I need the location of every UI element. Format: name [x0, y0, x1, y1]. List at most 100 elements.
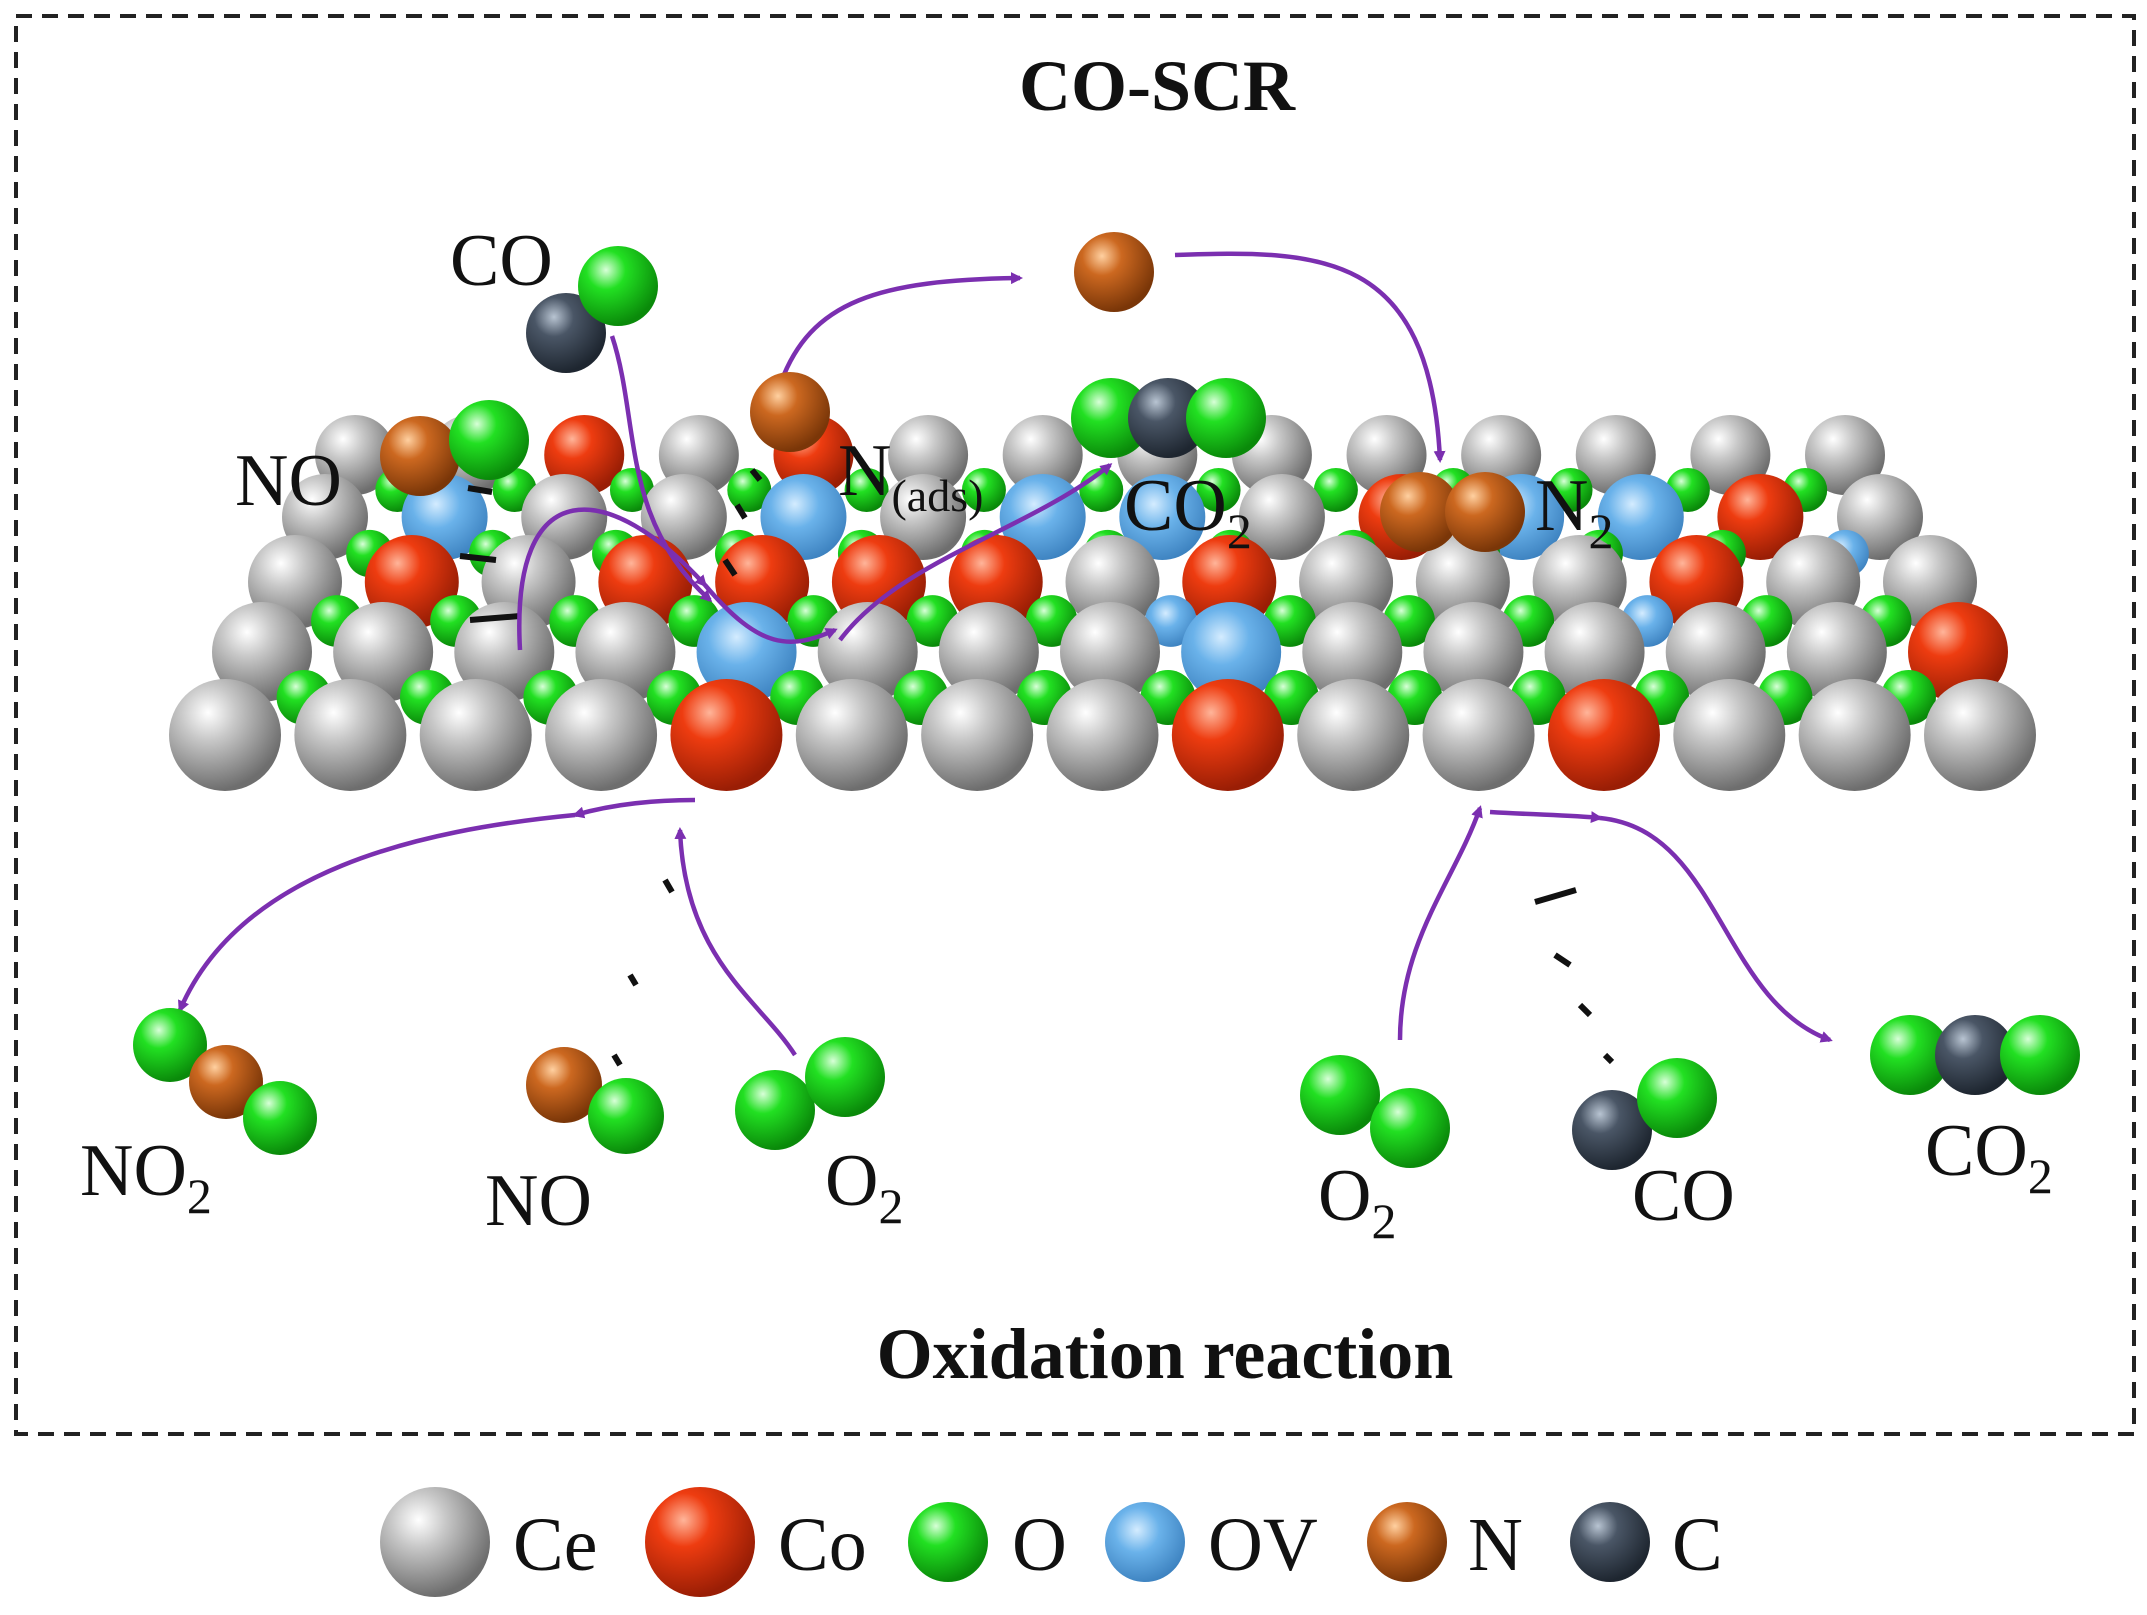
- surface-ce-atom: [315, 415, 395, 495]
- surface-ov-atom: [1119, 474, 1206, 560]
- surface-ce-atom: [938, 602, 1039, 702]
- molecule-n-ads: [750, 372, 830, 452]
- surface-ce-atom: [880, 474, 967, 560]
- molecule-no2: [133, 1008, 317, 1155]
- legend-label-co: Co: [778, 1503, 867, 1587]
- surface-o-atom: [609, 468, 654, 512]
- surface-ce-atom: [333, 602, 434, 702]
- surface-co-atom: [1908, 602, 2008, 702]
- legend-label-o: O: [1012, 1503, 1067, 1587]
- bond-dash: [467, 485, 493, 495]
- reaction-arrow: [703, 583, 838, 644]
- bond-dash: [627, 973, 639, 987]
- label-no-bottom: NO: [485, 1160, 592, 1242]
- n-atom: [1380, 472, 1460, 552]
- molecule-co2-right: [1870, 1015, 2080, 1095]
- surface-ce-atom: [1673, 679, 1786, 791]
- surface-ce-atom: [1422, 679, 1535, 791]
- surface-co-atom: [1182, 535, 1277, 629]
- surface-ce-atom: [1690, 415, 1771, 495]
- bond-dash: [1577, 1002, 1593, 1018]
- reaction-arrow: [1599, 815, 1833, 1043]
- legend-label-ce: Ce: [513, 1503, 597, 1587]
- reaction-arrow: [1174, 251, 1446, 463]
- bond-dash: [749, 468, 763, 482]
- reaction-arrows: [177, 251, 1833, 1057]
- molecule-no-bottom: [526, 1047, 664, 1154]
- surface-ov-atom: [696, 602, 797, 702]
- bottom-title: Oxidation reaction: [877, 1314, 1454, 1394]
- surface-ce-atom: [1297, 679, 1410, 791]
- label-co2-right: CO2: [1925, 1110, 2053, 1204]
- label-no-top: NO: [235, 440, 342, 522]
- surface-ov-atom: [1144, 595, 1197, 647]
- n-atom: [1445, 472, 1525, 552]
- surface-o-atom: [1313, 468, 1358, 512]
- label-co-bottom: CO: [1632, 1155, 1735, 1237]
- bond-dash: [662, 878, 675, 894]
- reaction-arrow: [609, 335, 713, 602]
- c-atom: [1935, 1015, 2015, 1095]
- surface-ce-atom: [1238, 474, 1325, 560]
- molecule-co-top: [526, 246, 658, 373]
- surface-ce-atom: [575, 602, 676, 702]
- legend-label-c: C: [1672, 1503, 1723, 1587]
- surface-ce-atom: [1046, 679, 1159, 791]
- surface-ce-atom: [888, 415, 969, 495]
- surface-ce-atom: [1002, 415, 1083, 495]
- c-atom: [1572, 1090, 1652, 1170]
- reaction-arrow: [777, 272, 1023, 386]
- surface-ce-atom: [1065, 535, 1160, 629]
- bond-dash: [1534, 887, 1577, 905]
- label-co-top: CO: [450, 220, 553, 302]
- surface-o-atom: [961, 468, 1006, 512]
- molecule-co-bottom: [1572, 1058, 1717, 1170]
- o-atom: [1186, 378, 1266, 458]
- o-atom: [2000, 1015, 2080, 1095]
- molecule-o2-right: [1300, 1055, 1450, 1168]
- o-atom: [1300, 1055, 1380, 1135]
- o-atom: [243, 1081, 317, 1155]
- label-n-ads-sub: (ads): [891, 470, 983, 521]
- legend-swatch-c: [1570, 1502, 1650, 1582]
- surface-ce-atom: [795, 679, 908, 791]
- n-atom: [1074, 232, 1154, 312]
- legend-label-n: N: [1468, 1503, 1523, 1587]
- surface-ce-atom: [294, 679, 407, 791]
- reaction-arrow: [572, 797, 696, 819]
- surface-ov-atom: [760, 474, 847, 560]
- surface-o-atom: [844, 468, 889, 512]
- surface-ov-atom: [1597, 474, 1684, 560]
- reaction-arrow: [674, 827, 797, 1057]
- surface-ce-atom: [1798, 679, 1911, 791]
- surface-o-atom: [1196, 468, 1241, 512]
- c-atom: [1128, 378, 1208, 458]
- c-atom: [526, 293, 606, 373]
- top-title: CO-SCR: [1019, 46, 1296, 126]
- label-o2-left: O2: [825, 1140, 903, 1234]
- o-atom: [588, 1078, 664, 1154]
- molecule-labels: CO NO N(ads) CO2 N2 NO2 NO O2 O2 CO CO2: [80, 220, 2053, 1249]
- o-atom: [578, 246, 658, 326]
- surface-ce-atom: [1924, 679, 2036, 791]
- reaction-arrow: [838, 463, 1113, 642]
- reaction-arrow: [177, 812, 576, 1013]
- surface-ce-atom: [1786, 602, 1887, 702]
- legend-swatch-ov: [1105, 1502, 1185, 1582]
- o-atom: [1637, 1058, 1717, 1138]
- n-atom: [750, 372, 830, 452]
- molecule-no-top: [380, 400, 529, 496]
- o-atom: [1370, 1088, 1450, 1168]
- adsorption-bonds: [459, 468, 1615, 1067]
- legend-swatch-o: [908, 1502, 988, 1582]
- legend-label-ov: OV: [1208, 1503, 1318, 1587]
- surface-ce-atom: [419, 679, 532, 791]
- n-atom: [189, 1045, 263, 1119]
- bond-dash: [722, 558, 738, 577]
- bond-dash: [1553, 952, 1572, 968]
- bond-dash: [611, 1053, 623, 1067]
- molecule-n2: [1380, 472, 1525, 552]
- o-atom: [1071, 378, 1151, 458]
- surface-ce-atom: [1060, 602, 1160, 702]
